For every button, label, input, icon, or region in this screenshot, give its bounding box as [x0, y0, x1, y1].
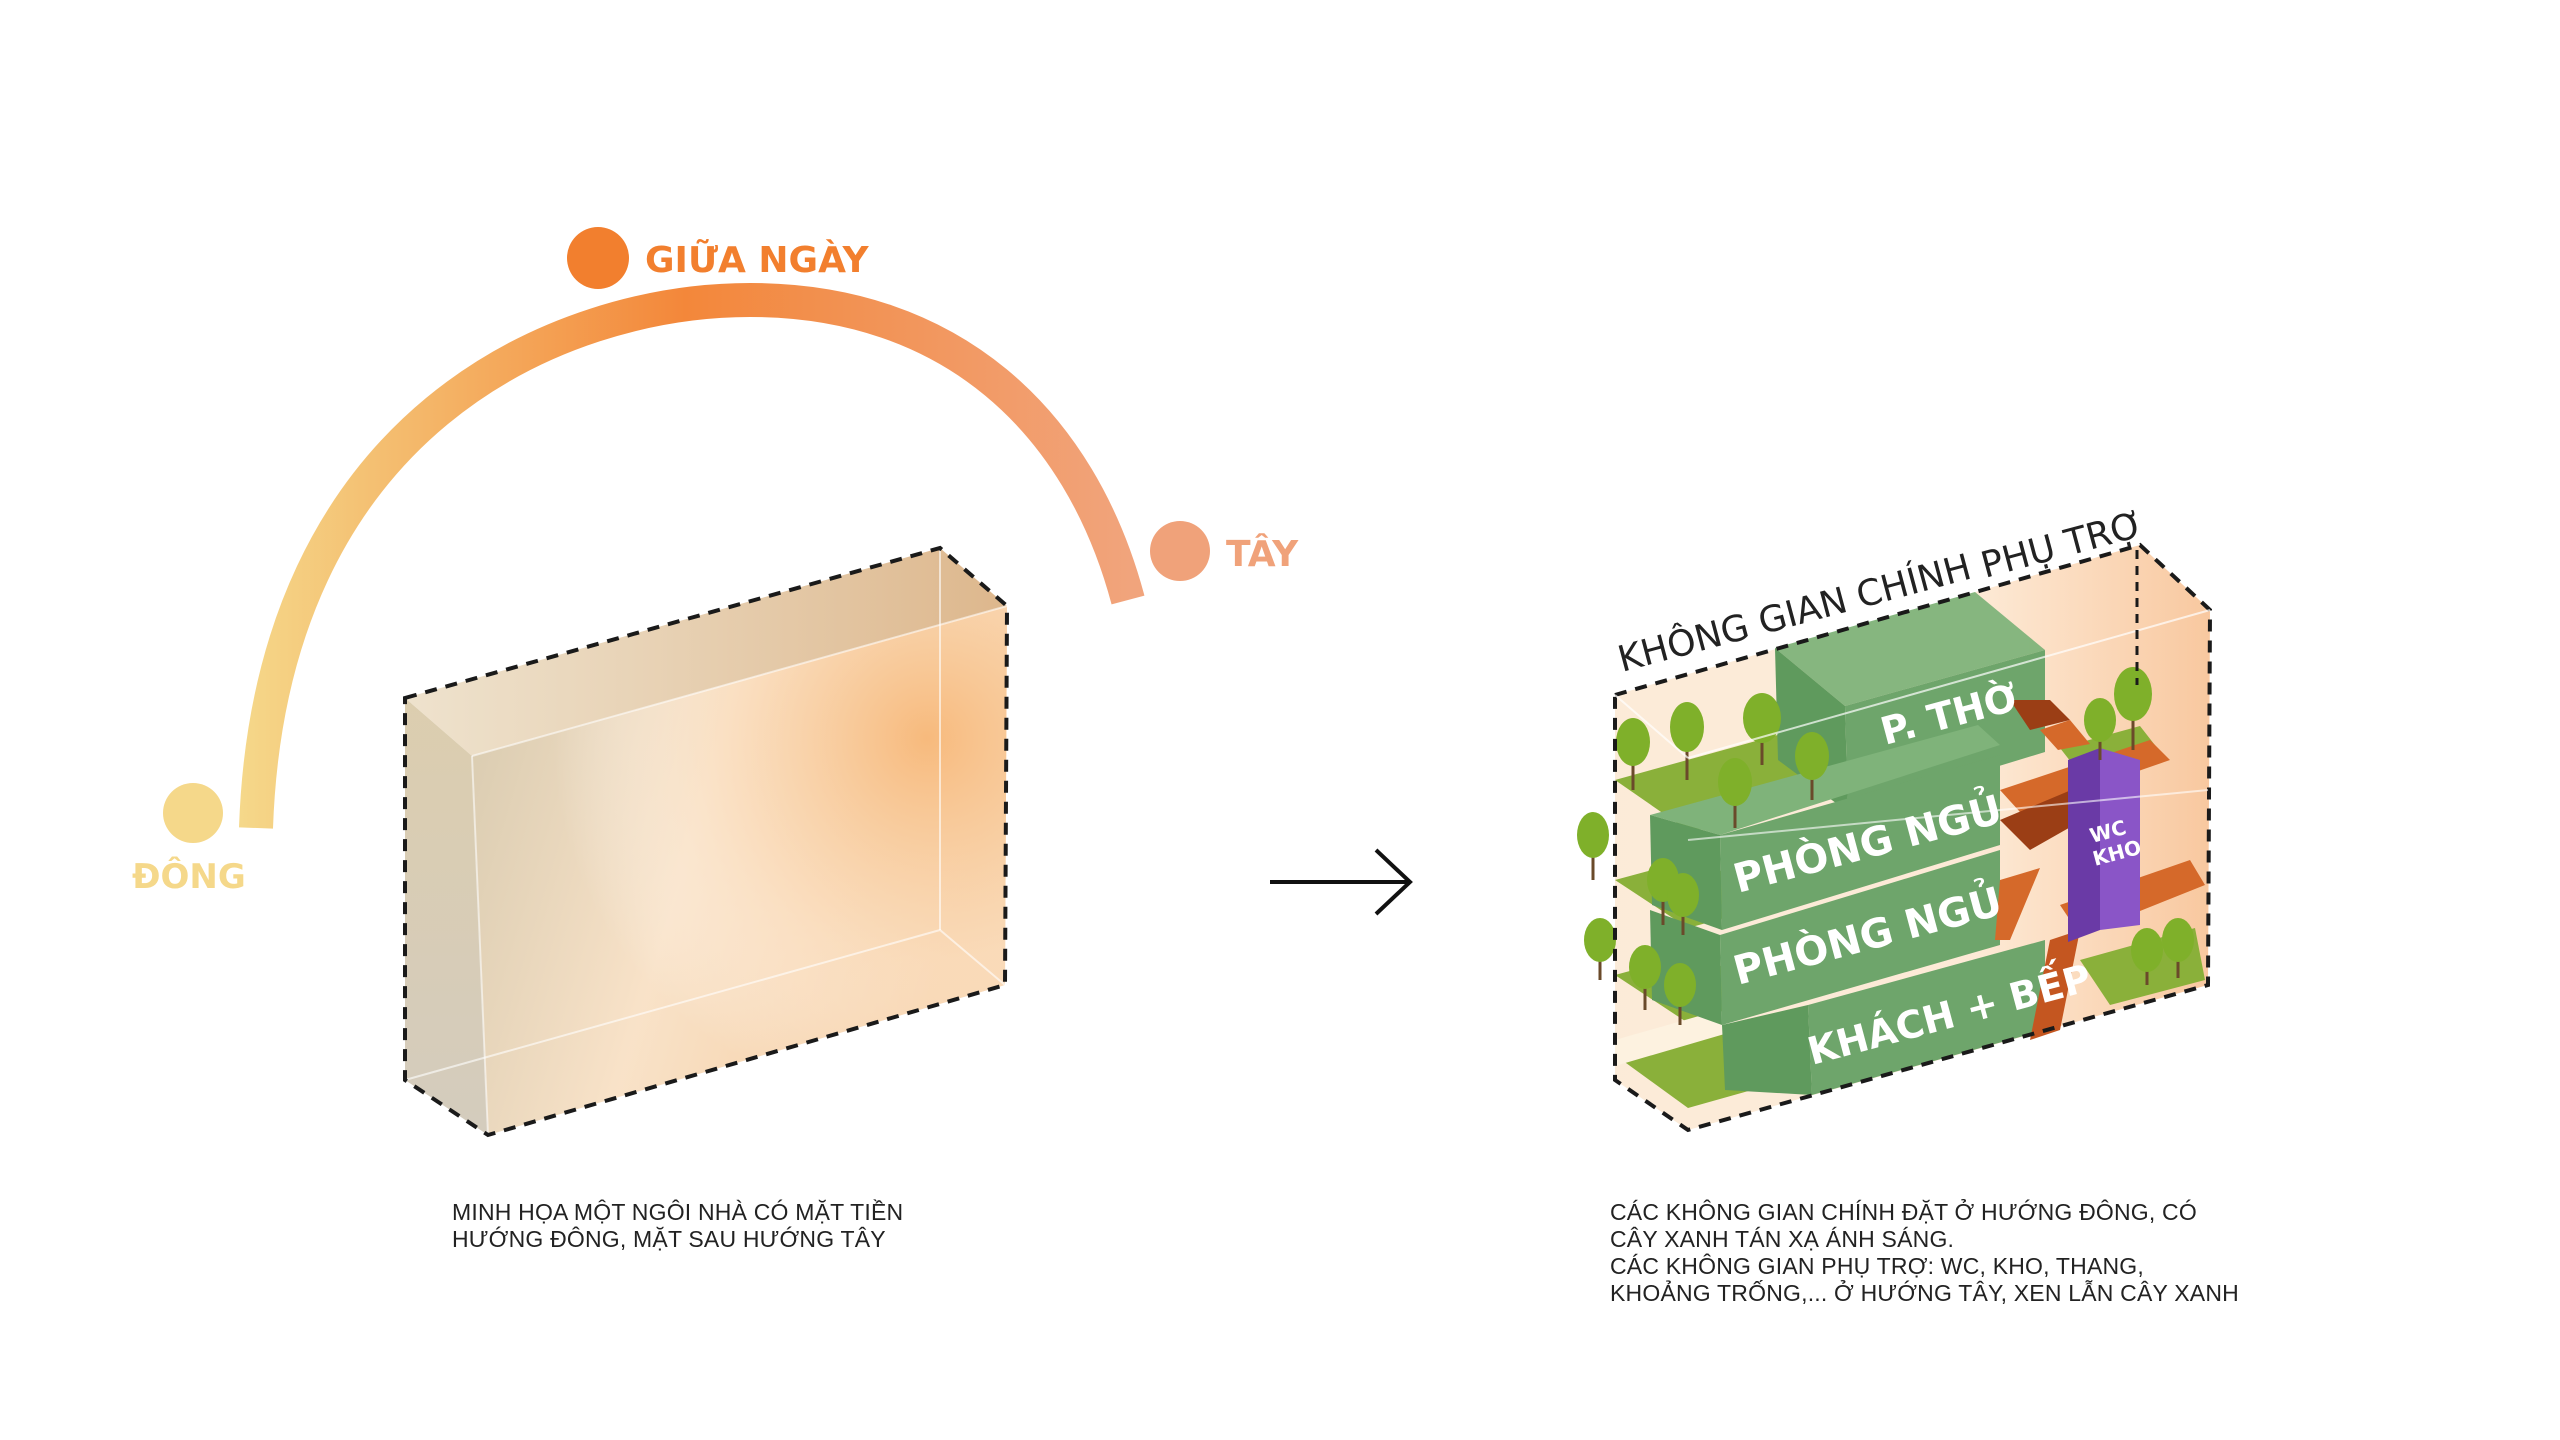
east-label: ĐÔNG: [132, 856, 246, 897]
tree-icon: [1629, 945, 1661, 1010]
sun-west-icon: [1150, 521, 1210, 581]
tree-icon: [1718, 758, 1752, 828]
house-box-top-edge: [471, 605, 1008, 757]
house-box-outline: [403, 545, 1010, 1138]
zoned-house-floor-line: [1687, 609, 2211, 759]
zoned-house-inner-line: [1614, 694, 1689, 759]
caption-left-line: Minh họa một ngôi nhà có mặt tiền: [452, 1199, 904, 1225]
house-box-side: [405, 698, 488, 1135]
noon-label: GIỮA NGÀY: [645, 239, 870, 281]
zoned-house-mid-line: [1687, 789, 2209, 841]
sun-east-icon: [163, 783, 223, 843]
tree-icon: [1795, 732, 1829, 800]
tree-icon: [1577, 812, 1609, 880]
tree-icon: [2084, 698, 2116, 760]
trees: [1577, 667, 2194, 1025]
sun-noon-icon: [567, 227, 629, 289]
house-box-glow: [472, 606, 1007, 1135]
sun-path: ĐÔNG GIỮA NGÀY TÂY: [132, 227, 1299, 897]
tree-icon: [1616, 718, 1650, 790]
living-volume: [1722, 940, 2045, 1095]
house-box-top: [405, 548, 1007, 756]
caption-left-line: hướng đông, mặt sau hướng tây: [452, 1226, 886, 1252]
sun-arc: [239, 282, 1145, 829]
caption-right-line: Các không gian chính đặt ở hướng đông, c…: [1610, 1199, 2197, 1225]
caption-left: Minh họa một ngôi nhà có mặt tiền hướng …: [452, 1199, 903, 1253]
house-box-front-edge: [471, 755, 489, 1136]
tree-icon: [1670, 702, 1704, 780]
house-box: [403, 545, 1010, 1138]
tree-icon: [1667, 873, 1699, 935]
tree-icon: [2131, 928, 2163, 985]
ground-path: [1615, 1010, 1745, 1066]
caption-right-line: khoảng trống,... ở hướng tây, xen lẫn câ…: [1610, 1280, 2239, 1306]
caption-right: Các không gian chính đặt ở hướng đông, c…: [1610, 1199, 2239, 1307]
tree-icon: [1743, 693, 1781, 765]
zoned-house: P. THỜ PHÒNG NGỦ PHÒNG NGỦ KHÁCH + BẾP W…: [1577, 504, 2213, 1133]
arrow-icon: [1270, 848, 1413, 916]
wc-store-volume: [2068, 748, 2140, 942]
tree-icon: [1584, 918, 1616, 980]
west-label: TÂY: [1226, 533, 1299, 575]
caption-right-line: cây xanh tán xạ ánh sáng.: [1610, 1226, 1955, 1252]
zoned-house-outline: [1613, 542, 2213, 1133]
tree-icon: [2114, 667, 2152, 750]
caption-right-line: Các không gian phụ trợ: WC, kho, thang,: [1610, 1253, 2144, 1279]
tree-icon: [1664, 963, 1696, 1025]
tree-icon: [2162, 918, 2194, 978]
